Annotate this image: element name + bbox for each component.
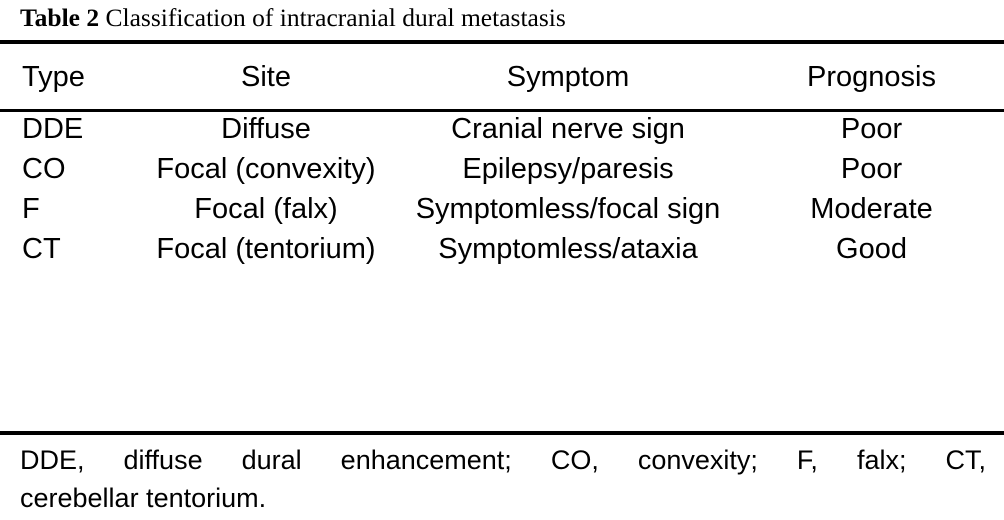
cell-symptom: Cranial nerve sign (451, 113, 685, 145)
table-header-row-group: Type Site Symptom Prognosis (0, 44, 1004, 109)
table-header-row: Type Site Symptom Prognosis (0, 44, 1004, 109)
table-footnote-line-2: cerebellar tentorium. (20, 483, 267, 513)
table-header-rule (0, 109, 1004, 112)
column-header-prognosis: Prognosis (807, 60, 936, 93)
table-row: CO Focal (convexity) Epilepsy/paresis Po… (0, 149, 1004, 189)
cell-type: F (22, 193, 40, 225)
classification-table: Type Site Symptom Prognosis DDE Diffuse … (0, 44, 1004, 269)
table-row: CT Focal (tentorium) Symptomless/ataxia … (0, 229, 1004, 269)
column-header-type: Type (22, 60, 85, 93)
table-caption-label: Table 2 (20, 3, 100, 32)
cell-symptom: Symptomless/focal sign (415, 193, 721, 225)
table-footnote-line-1: DDE, diffuse dural enhancement; CO, conv… (20, 445, 986, 475)
cell-site: Focal (tentorium) (156, 233, 376, 265)
table-row: DDE Diffuse Cranial nerve sign Poor (0, 109, 1004, 149)
cell-prognosis: Moderate (810, 193, 933, 225)
cell-prognosis: Poor (840, 113, 903, 145)
cell-site: Focal (falx) (194, 193, 338, 225)
table-row: F Focal (falx) Symptomless/focal sign Mo… (0, 189, 1004, 229)
cell-site: Diffuse (221, 113, 311, 145)
table-top-rule (0, 40, 1004, 44)
table-body: DDE Diffuse Cranial nerve sign Poor CO F… (0, 109, 1004, 269)
table-caption-text: Classification of intracranial dural met… (99, 3, 566, 32)
cell-prognosis: Good (836, 233, 907, 265)
column-header-site: Site (241, 60, 291, 93)
table-caption: Table 2 Classification of intracranial d… (20, 1, 984, 35)
cell-type: CO (22, 153, 66, 185)
table-bottom-rule (0, 431, 1004, 435)
cell-type: DDE (22, 113, 84, 145)
cell-site: Focal (convexity) (156, 153, 376, 185)
cell-symptom: Symptomless/ataxia (438, 233, 698, 265)
column-header-symptom: Symptom (506, 60, 630, 93)
table-footnote: DDE, diffuse dural enhancement; CO, conv… (20, 441, 986, 517)
cell-prognosis: Poor (840, 153, 903, 185)
cell-symptom: Epilepsy/paresis (462, 153, 674, 185)
cell-type: CT (22, 233, 61, 265)
